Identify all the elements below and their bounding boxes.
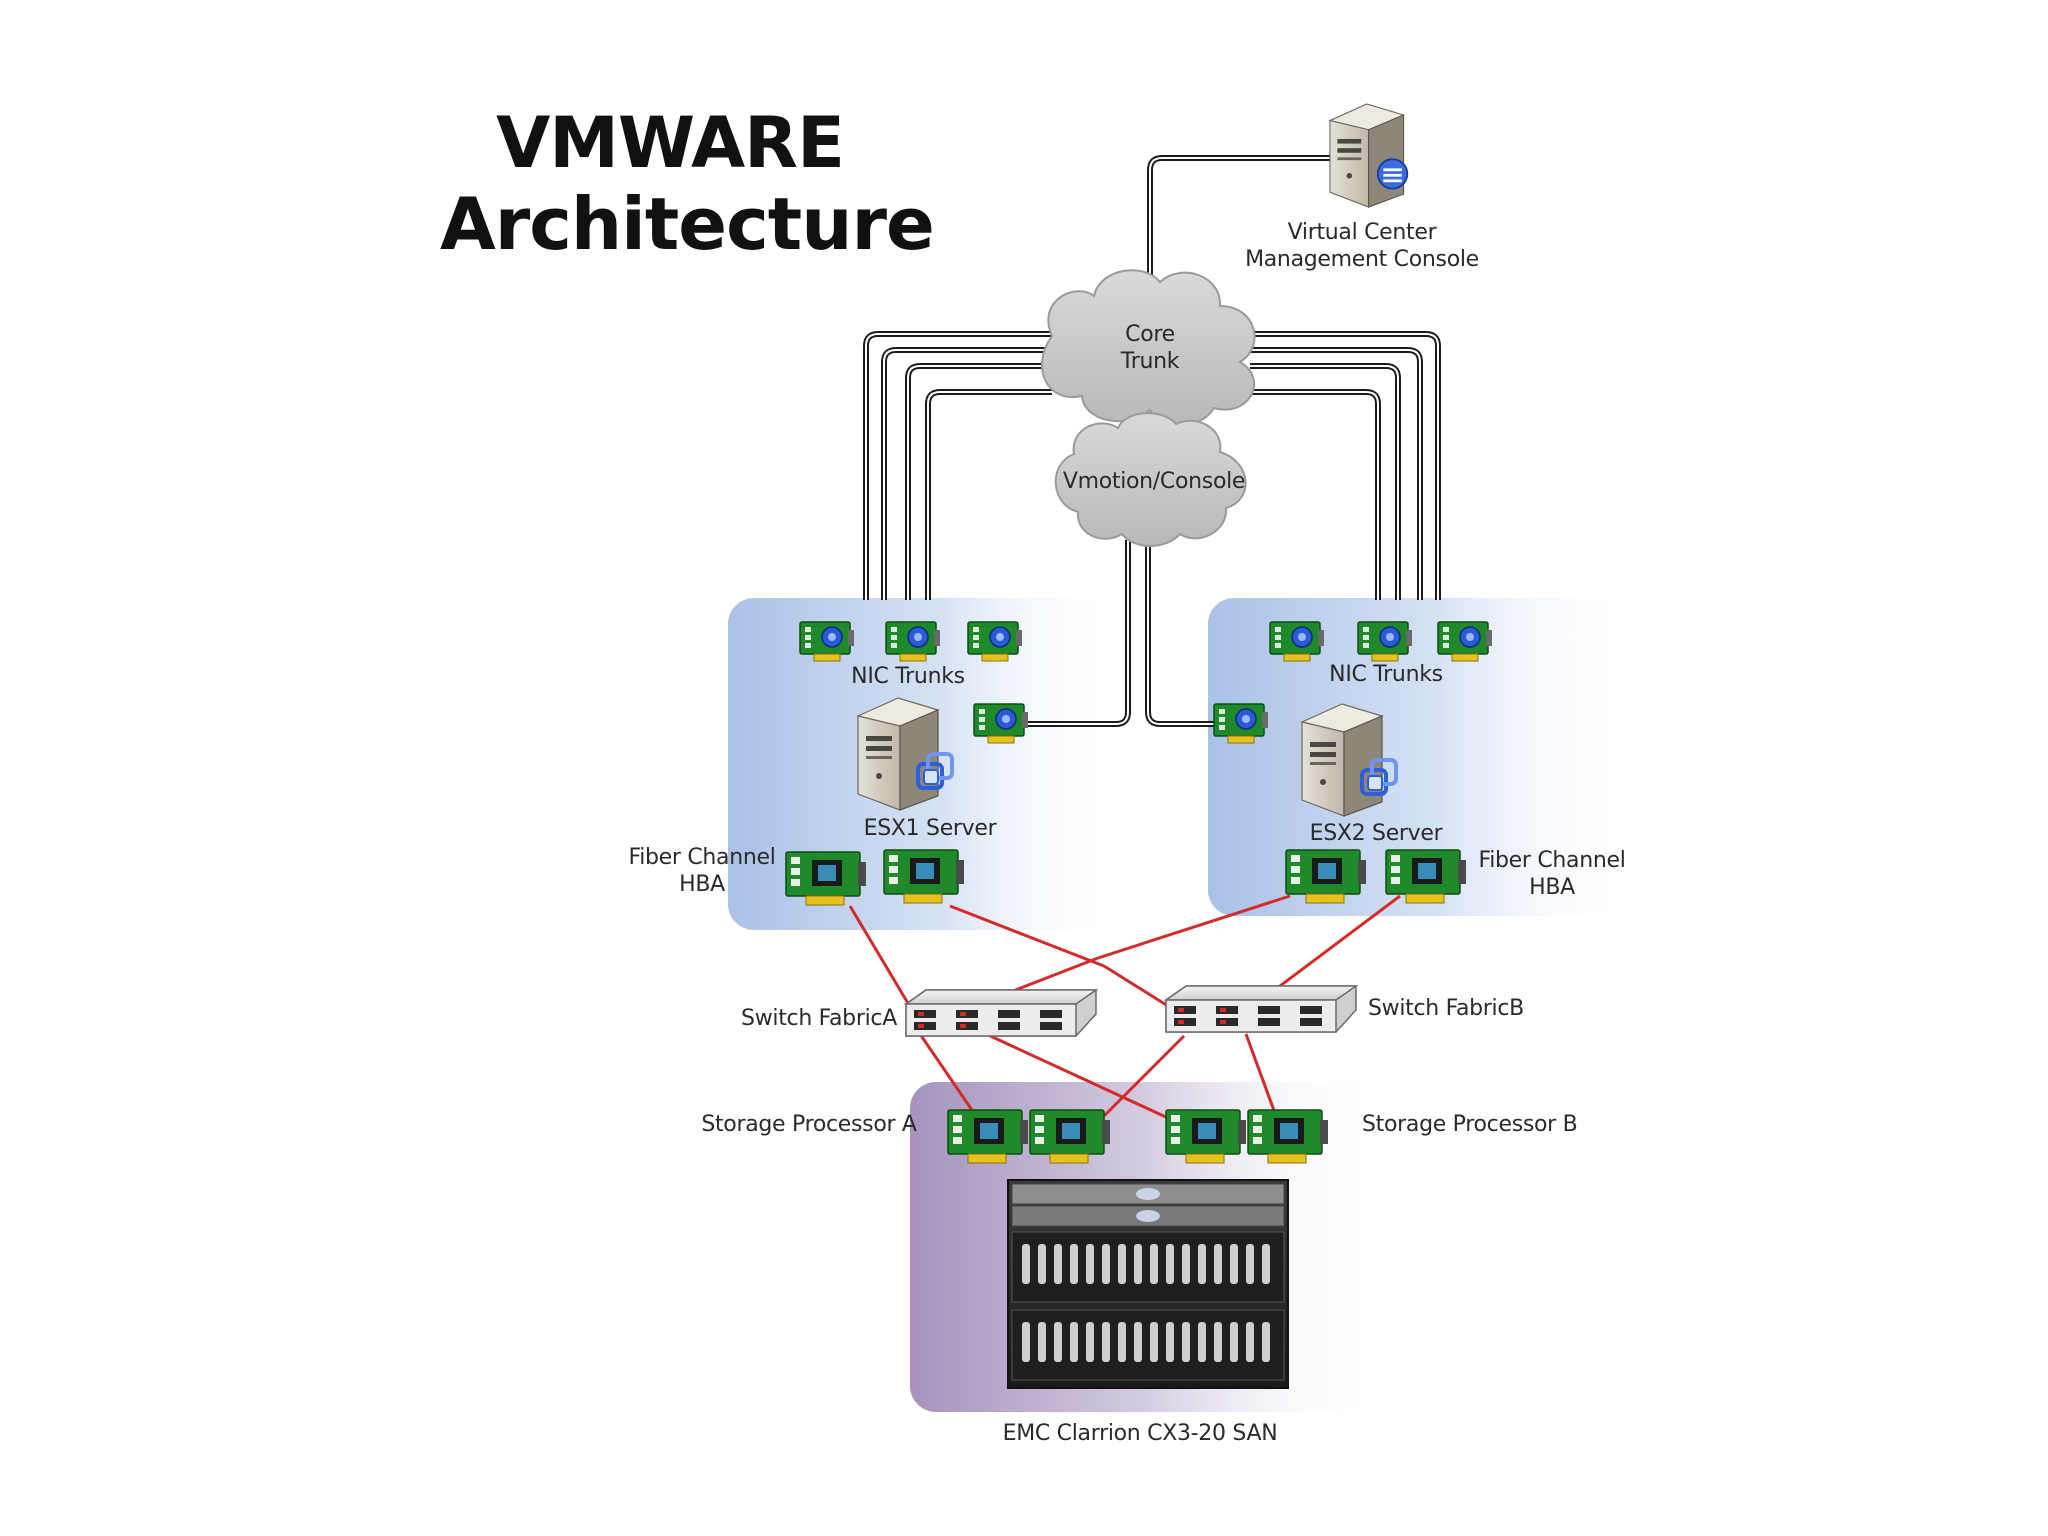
esx2-hba-label-line-1: Fiber Channel xyxy=(1478,848,1626,873)
core-trunk-label: Core Trunk xyxy=(1080,321,1220,375)
esx2-server-label: ESX2 Server xyxy=(1309,821,1443,846)
title-line-2: Architecture xyxy=(440,182,935,266)
fibre-links xyxy=(848,894,1401,1120)
core-trunk-label-line-1: Core xyxy=(1125,322,1175,347)
storage-processor-b-label: Storage Processor B xyxy=(1362,1112,1578,1137)
esx2-zone xyxy=(1208,598,1628,916)
san-storage-array-icon xyxy=(1007,1179,1289,1389)
esx2-server-icon xyxy=(1301,703,1398,817)
network-links xyxy=(863,155,1441,727)
core-trunk-cloud xyxy=(1041,269,1256,426)
esx1-hba-label-line-2: HBA xyxy=(679,872,725,897)
esx1-hba-label-line-1: Fiber Channel xyxy=(628,845,776,870)
esx1-server-icon xyxy=(857,697,954,811)
diagram-title: VMWARE Architecture xyxy=(440,102,935,266)
esx2-hba-label: Fiber Channel HBA xyxy=(1472,847,1632,901)
switch-fabric-b-label: Switch FabricB xyxy=(1368,996,1524,1021)
san-label: EMC Clarrion CX3-20 SAN xyxy=(1002,1421,1278,1446)
virtual-center-label: Virtual Center Management Console xyxy=(1222,219,1502,273)
switch-fabric-a-icon xyxy=(903,989,1099,1037)
esx1-server-label: ESX1 Server xyxy=(863,816,997,841)
virtual-center-server-icon xyxy=(1329,103,1409,208)
esx2-nic-label: NIC Trunks xyxy=(1329,662,1443,687)
virtual-center-label-line-1: Virtual Center xyxy=(1287,220,1437,245)
switch-fabric-a-label: Switch FabricA xyxy=(741,1006,897,1031)
vmotion-label: Vmotion/Console xyxy=(1062,469,1246,494)
virtual-center-label-line-2: Management Console xyxy=(1245,247,1479,272)
core-trunk-label-line-2: Trunk xyxy=(1120,349,1180,374)
storage-processor-a-label: Storage Processor A xyxy=(701,1112,917,1137)
switch-fabric-b-icon xyxy=(1163,985,1359,1033)
esx1-nic-label: NIC Trunks xyxy=(851,664,965,689)
title-line-1: VMWARE xyxy=(496,102,845,184)
esx1-hba-label: Fiber Channel HBA xyxy=(622,844,782,898)
esx2-hba-label-line-2: HBA xyxy=(1529,875,1575,900)
vmotion-cloud xyxy=(1054,412,1247,547)
